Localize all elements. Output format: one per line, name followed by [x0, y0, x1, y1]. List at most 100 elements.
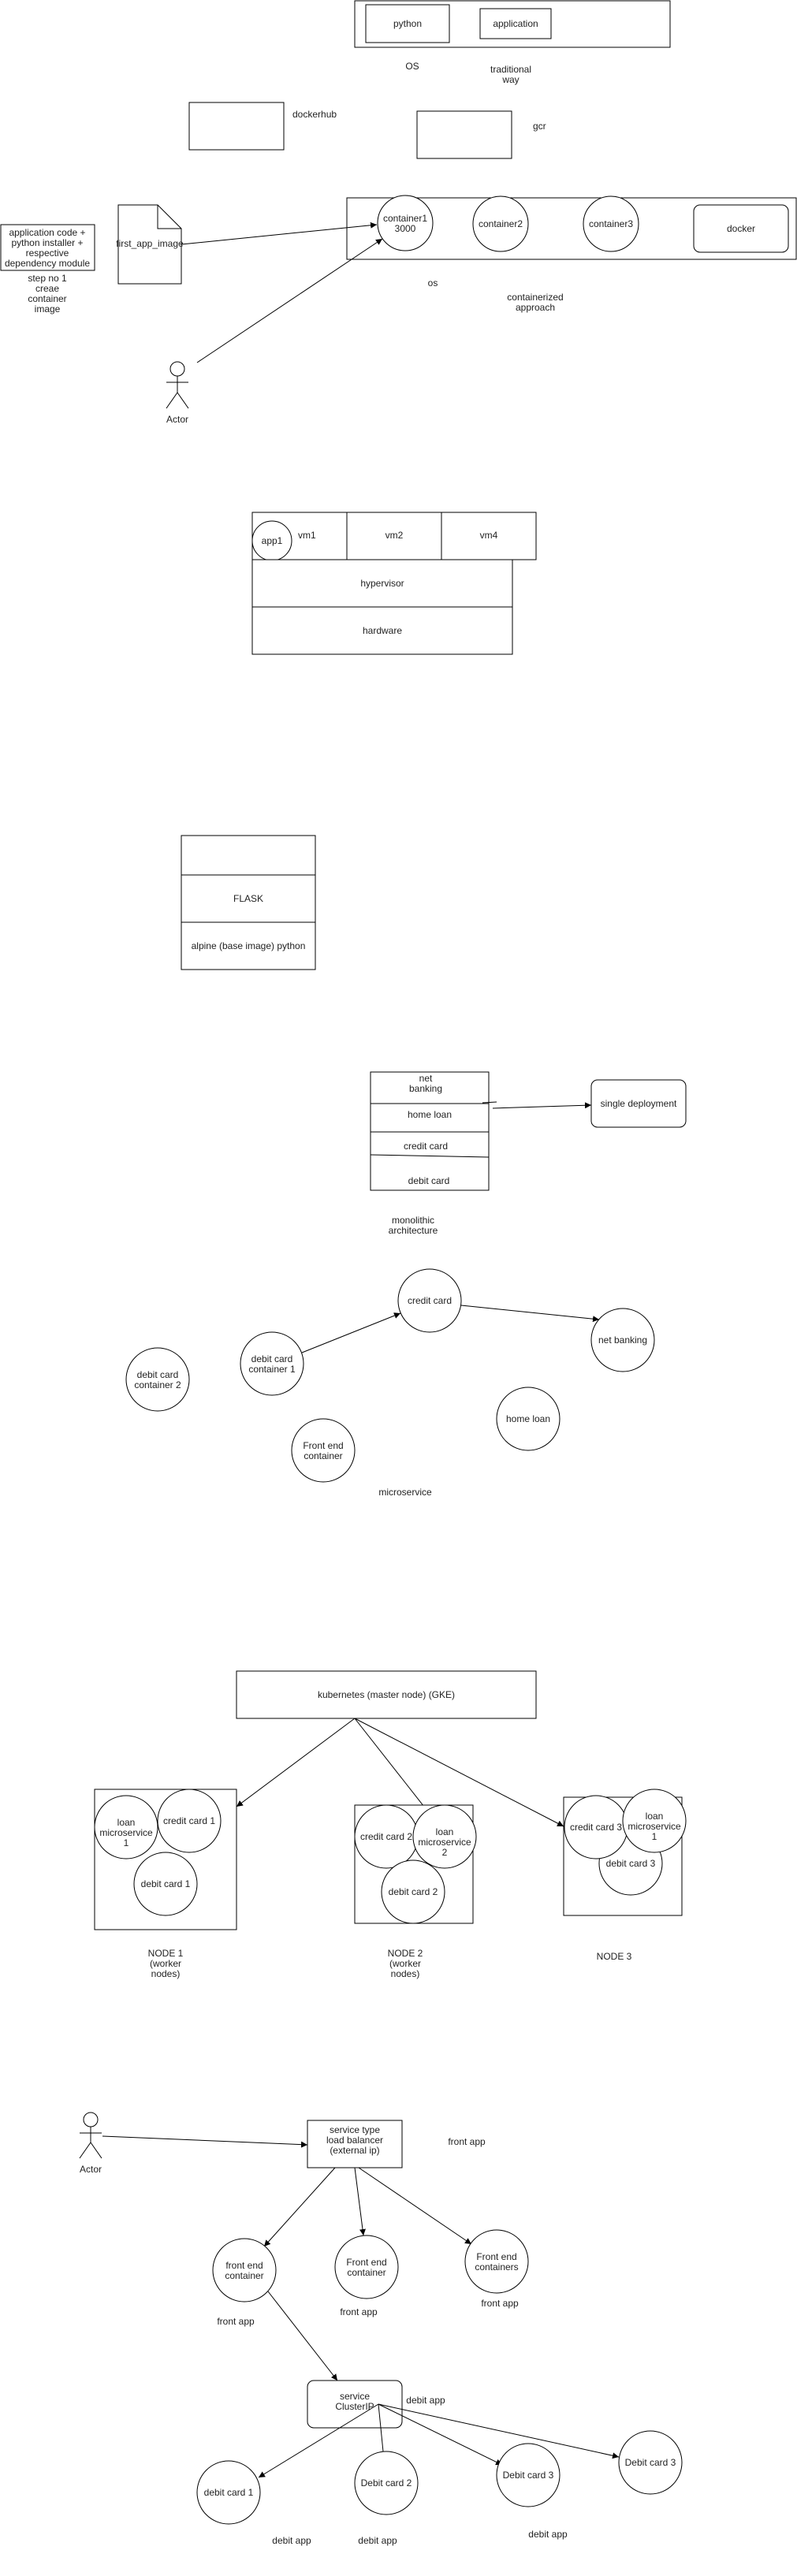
ms-debit1-circle[interactable] [240, 1331, 304, 1396]
application-box[interactable] [479, 8, 552, 39]
cip-to-dc3-arrow [378, 2403, 503, 2466]
node1-credit-label: credit card 1 [163, 1815, 215, 1826]
hypervisor-box[interactable] [251, 559, 513, 608]
docker-box[interactable] [693, 204, 789, 253]
front-app-label-3: front app [481, 2298, 519, 2309]
dc1-circle[interactable] [196, 2460, 261, 2525]
ms-net-banking-label: net banking [598, 1335, 647, 1346]
dockerhub-box[interactable] [188, 102, 285, 151]
master-to-node3-arrow [354, 1718, 564, 1827]
ms-credit-card-circle[interactable] [397, 1268, 462, 1333]
container-image-label: first_app_image [116, 238, 184, 249]
flask-label: FLASK [233, 893, 263, 904]
base-image-box[interactable] [181, 921, 316, 970]
node1-credit-circle[interactable] [157, 1789, 222, 1853]
gcr-box[interactable] [416, 110, 512, 159]
ms-home-loan-label: home loan [506, 1413, 550, 1424]
fe3-circle[interactable] [464, 2229, 529, 2294]
front-app-label-lb: front app [448, 2136, 486, 2147]
dc2-label: Debit card 2 [361, 2477, 412, 2489]
fe2-circle[interactable] [334, 2235, 399, 2299]
vm4-label: vm4 [480, 530, 498, 541]
actor-figure-1[interactable] [166, 361, 189, 409]
debit-app-label-3: debit app [528, 2529, 568, 2540]
ms-credit-card-label: credit card [408, 1295, 452, 1306]
node3-credit-label: credit card 3 [570, 1822, 622, 1833]
debit1-to-credit-arrow [301, 1312, 401, 1353]
container3-circle[interactable] [583, 195, 639, 252]
node2-loan-circle[interactable] [412, 1804, 477, 1869]
virtualization-section: vm1 vm2 vm4 app1 hypervisor hardware [251, 512, 537, 655]
actor-to-lb-arrow [102, 2135, 308, 2148]
node1-debit-label: debit card 1 [141, 1878, 191, 1889]
vm2-box[interactable] [346, 512, 442, 560]
ms-home-loan-circle[interactable] [496, 1387, 561, 1451]
node1-debit-circle[interactable] [133, 1852, 198, 1916]
containerized-section: application code +python installer +resp… [0, 195, 797, 425]
app1-label: app1 [262, 535, 283, 546]
debit-app-label-cip: debit app [406, 2395, 445, 2406]
gcr-label: gcr [533, 121, 546, 132]
cluster-ip-box[interactable] [307, 2380, 403, 2429]
base-image-label: alpine (base image) python [192, 940, 306, 951]
single-deployment-box[interactable] [590, 1079, 687, 1128]
vm4-box[interactable] [441, 512, 537, 560]
flask-top-box[interactable] [181, 835, 316, 876]
hypervisor-label: hypervisor [360, 578, 404, 589]
ms-net-banking-circle[interactable] [590, 1308, 655, 1372]
python-box[interactable] [365, 4, 450, 43]
ms-front-end-circle[interactable] [291, 1418, 356, 1483]
actor-label-2: Actor [80, 2164, 102, 2175]
application-code-note[interactable] [0, 224, 95, 271]
load-balancer-box[interactable] [307, 2120, 403, 2168]
debit-app-label-2: debit app [358, 2535, 397, 2546]
node3-label: NODE 3 [597, 1951, 632, 1962]
node2-debit-circle[interactable] [381, 1859, 445, 1924]
container2-circle[interactable] [472, 195, 529, 252]
container1-circle[interactable] [377, 195, 434, 251]
docker-label: docker [727, 223, 755, 234]
flask-stack-section: FLASK alpine (base image) python [181, 835, 316, 970]
fe1-circle[interactable] [212, 2238, 277, 2302]
cip-to-dc2-arrow [378, 2403, 387, 2460]
cip-to-dc1-arrow [258, 2403, 379, 2478]
application-code-note-text: application code +python installer +resp… [5, 227, 90, 269]
actor-figure-2[interactable] [79, 2112, 102, 2159]
hardware-box[interactable] [251, 606, 513, 655]
front-app-label-2: front app [340, 2306, 378, 2317]
registries-section: dockerhub gcr [188, 102, 546, 159]
dc1-label: debit card 1 [204, 2487, 254, 2498]
container3-label: container3 [589, 218, 633, 229]
lb-to-fe3-arrow [358, 2167, 472, 2245]
node3-loan-circle[interactable] [622, 1789, 687, 1853]
node2-debit-label: debit card 2 [389, 1886, 438, 1897]
fe1-to-clusterip-arrow [267, 2291, 338, 2381]
dc3-circle[interactable] [496, 2443, 561, 2507]
node3-debit-label: debit card 3 [606, 1858, 656, 1869]
node1-loan-circle[interactable] [94, 1795, 158, 1859]
ms-debit2-circle[interactable] [125, 1347, 190, 1412]
dc2-circle[interactable] [354, 2451, 419, 2515]
document-fold [157, 205, 181, 229]
cip-to-dc4-arrow [378, 2403, 620, 2459]
flask-box[interactable] [181, 874, 316, 923]
monolith-box[interactable] [370, 1071, 490, 1191]
container-image-document[interactable] [117, 204, 182, 285]
k8s-master-box[interactable] [236, 1670, 537, 1719]
application-label: application [493, 18, 538, 29]
dc4-circle[interactable] [618, 2430, 683, 2495]
